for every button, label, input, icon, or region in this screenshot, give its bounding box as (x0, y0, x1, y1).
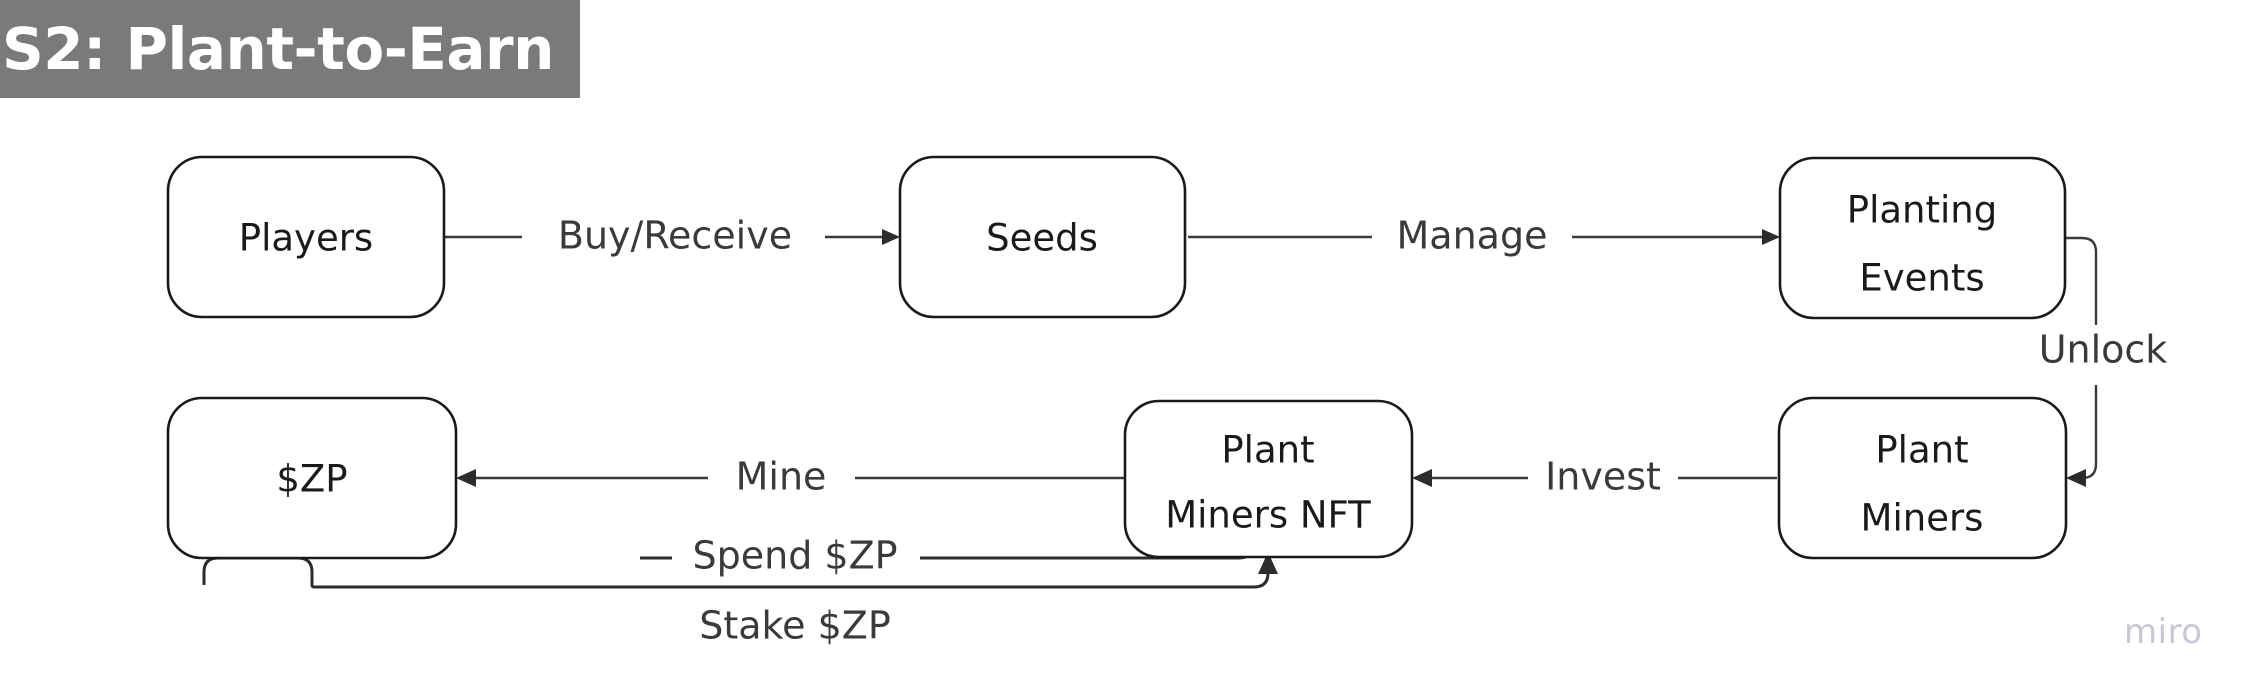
edge-label-manage: Manage (1397, 214, 1548, 258)
node-plant-miners-label-line2: Miners (1861, 497, 1984, 540)
edge-label-buy-receive: Buy/Receive (558, 214, 792, 258)
arrowhead-icon (456, 469, 476, 487)
node-plant-miners-nft-label-line1: Plant (1221, 429, 1314, 472)
edge-manage[interactable]: Manage (1188, 214, 1780, 258)
node-planting-events-label-line1: Planting (1847, 189, 1997, 232)
edge-stake-zp[interactable]: Stake $ZP (310, 552, 1278, 648)
edge-buy-receive[interactable]: Buy/Receive (443, 214, 900, 258)
edge-unlock[interactable]: Unlock (2039, 236, 2168, 487)
edge-label-stake-zp: Stake $ZP (699, 604, 891, 648)
node-players[interactable]: Players (166, 155, 446, 319)
node-seeds-label: Seeds (986, 217, 1098, 260)
node-players-box (166, 155, 446, 319)
node-plant-miners-nft[interactable]: Plant Miners NFT (1123, 399, 1414, 559)
miro-watermark: miro (2124, 612, 2203, 652)
edge-label-spend-zp: Spend $ZP (692, 534, 897, 578)
edge-invest[interactable]: Invest (1412, 455, 1777, 499)
node-plant-miners[interactable]: Plant Miners (1777, 396, 2068, 560)
node-zp[interactable]: $ZP (166, 396, 458, 560)
node-seeds-box (898, 155, 1187, 319)
page-title: S2: Plant-to-Earn (2, 15, 554, 83)
edge-spend-zp-left-hook (202, 556, 241, 585)
node-players-label: Players (239, 217, 373, 260)
arrowhead-icon (1412, 469, 1432, 487)
node-plant-miners-nft-label-line2: Miners NFT (1165, 494, 1371, 537)
edge-label-mine: Mine (736, 455, 827, 499)
arrowhead-icon (2066, 469, 2086, 487)
edge-stake-zp-run (310, 584, 960, 589)
title-banner: S2: Plant-to-Earn (0, 0, 580, 98)
node-zp-box (166, 396, 458, 560)
node-plant-miners-box (1777, 396, 2068, 560)
node-planting-events-box (1778, 156, 2067, 320)
node-zp-label: $ZP (276, 458, 347, 501)
edge-stake-zp-riser (960, 568, 1270, 589)
edge-unlock-lower-segment (2078, 385, 2098, 480)
node-plant-miners-nft-box (1123, 399, 1414, 559)
node-planting-events-label-line2: Events (1859, 257, 1984, 300)
arrowhead-icon (1258, 552, 1278, 574)
edge-mine[interactable]: Mine (456, 455, 1124, 499)
node-plant-miners-label-line1: Plant (1875, 429, 1968, 472)
node-seeds[interactable]: Seeds (898, 155, 1187, 319)
arrowhead-icon (882, 229, 900, 245)
edge-unlock-upper-segment (2066, 236, 2098, 325)
edge-spend-zp-drop (241, 556, 314, 585)
edge-label-invest: Invest (1545, 455, 1661, 499)
edge-label-unlock: Unlock (2039, 328, 2168, 372)
node-planting-events[interactable]: Planting Events (1778, 156, 2067, 320)
arrowhead-icon (1762, 229, 1780, 245)
